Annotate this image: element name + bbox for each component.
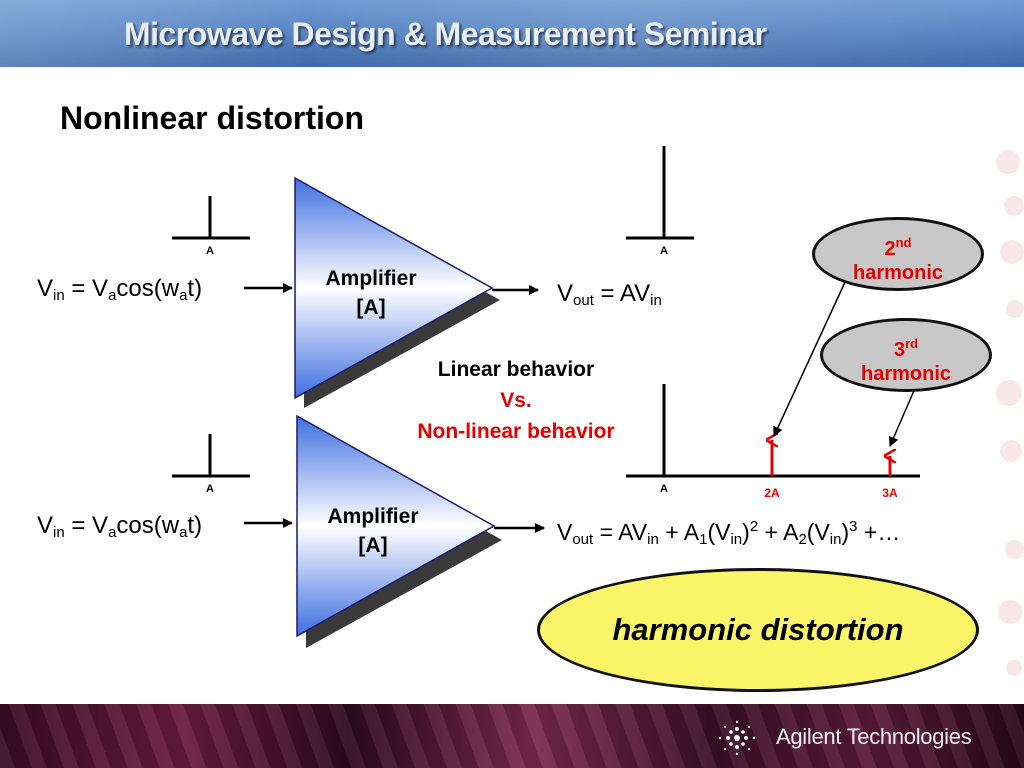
linear-input-equation: Vin = Vacos(wat) xyxy=(37,275,203,304)
linear-output-tick-label: A xyxy=(660,245,668,257)
nonlinear-amplifier-label: Amplifier [A] xyxy=(327,505,419,557)
nonlinear-output-tick-label-2a: 2A xyxy=(764,486,780,500)
nonlinear-amplifier-triangle xyxy=(296,414,502,648)
footer-banner xyxy=(0,704,1024,768)
company-name: Agilent Technologies xyxy=(776,724,972,749)
harmonic-distortion-label: harmonic distortion xyxy=(612,612,904,647)
nonlinear-behavior-label: Non-linear behavior xyxy=(417,420,615,443)
seminar-title: Microwave Design & Measurement Seminar xyxy=(124,16,767,52)
linear-behavior-label: Linear behavior xyxy=(437,358,595,381)
harmonic-distortion-callout: harmonic distortion xyxy=(537,568,979,692)
linear-output-equation: Vout = AVin xyxy=(557,280,662,309)
nonlinear-output-equation: Vout = AVin + A1(Vin)2 + A2(Vin)3 +… xyxy=(557,518,901,548)
nonlinear-output-spectrum xyxy=(626,384,920,478)
second-harmonic-pointer xyxy=(773,279,847,437)
nonlinear-input-equation: Vin = Vacos(wat) xyxy=(37,512,203,541)
nonlinear-output-tick-label-fundamental: A xyxy=(660,483,668,495)
comparison-text: Linear behavior Vs. Non-linear behavior xyxy=(366,354,666,447)
linear-amplifier-label: Amplifier [A] xyxy=(325,267,417,319)
third-harmonic-pointer xyxy=(888,385,917,447)
nonlinear-output-tick-label-3a: 3A xyxy=(882,486,898,500)
linear-input-tick-label: A xyxy=(206,245,214,257)
header-banner: Microwave Design & Measurement Seminar xyxy=(0,0,1024,67)
agilent-spark-logo-icon xyxy=(718,720,756,756)
slide-title: Nonlinear distortion xyxy=(60,100,364,136)
third-harmonic-callout: 3rd harmonic xyxy=(820,318,992,392)
linear-amplifier-triangle xyxy=(294,176,500,408)
linear-output-spectrum xyxy=(626,146,694,240)
nonlinear-input-tick-label: A xyxy=(206,483,214,495)
linear-input-spectrum xyxy=(172,196,250,240)
nonlinear-input-spectrum xyxy=(172,434,250,478)
second-harmonic-callout: 2nd harmonic xyxy=(812,217,984,291)
vs-label: Vs. xyxy=(500,389,532,412)
